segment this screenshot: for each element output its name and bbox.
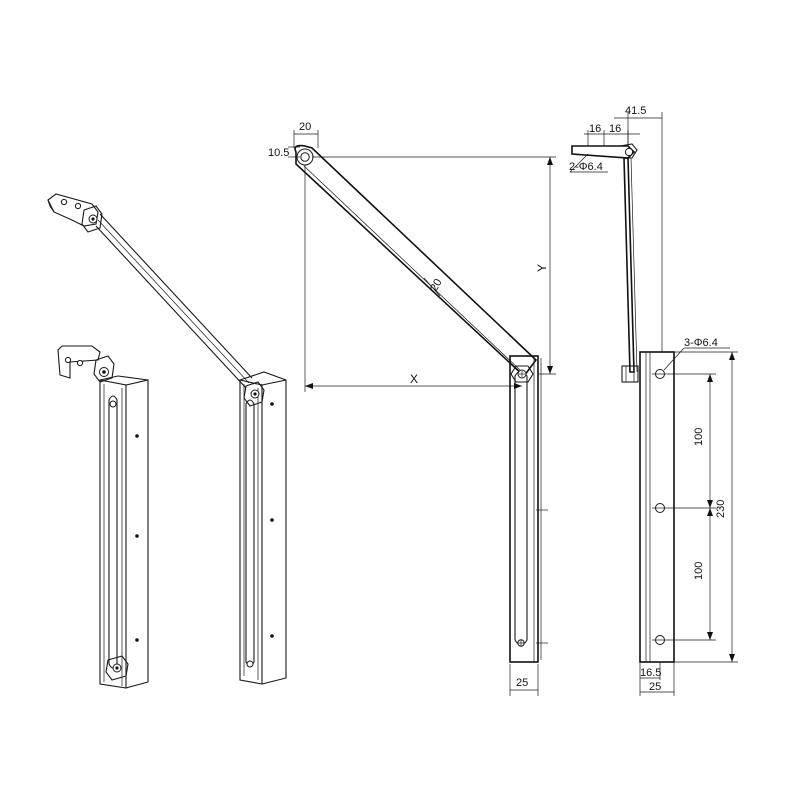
side-view: 41.5 16 16 2-Φ6.4 3-Φ6.4 100 100 230	[569, 105, 738, 696]
dim-vertical-y: Y	[535, 264, 549, 272]
dim-tab-spacing-2: 16	[609, 123, 621, 135]
dim-side-bottom-width: 25	[649, 681, 661, 693]
iso-right-rail	[239, 371, 287, 685]
dim-front-bottom-width: 25	[516, 677, 528, 689]
side-rail	[639, 351, 675, 663]
dim-horizontal-x: X	[410, 372, 418, 386]
dim-top-link-width: 20	[299, 121, 311, 133]
dim-tab-holes: 2-Φ6.4	[569, 161, 603, 173]
dim-rail-holes: 3-Φ6.4	[684, 337, 718, 349]
dim-link-width: 20	[428, 277, 445, 294]
front-link	[294, 144, 538, 378]
front-rail	[509, 355, 539, 663]
dim-hole-pitch-2: 100	[693, 562, 705, 580]
dim-side-inner-width: 16.5	[640, 667, 661, 679]
isometric-view	[47, 193, 287, 689]
side-top-tab	[571, 145, 636, 159]
iso-top-tab	[47, 193, 99, 227]
iso-left-rail	[57, 345, 149, 689]
dim-rail-length: 230	[715, 500, 727, 518]
dim-hole-pitch-1: 100	[693, 428, 705, 446]
dim-top-offset: 10.5	[268, 147, 289, 159]
dim-side-offset: 41.5	[625, 105, 646, 117]
dim-tab-spacing-1: 16	[589, 123, 601, 135]
iso-arm	[95, 213, 253, 389]
front-view: 20 10.5 20 Y X 25	[268, 121, 556, 696]
